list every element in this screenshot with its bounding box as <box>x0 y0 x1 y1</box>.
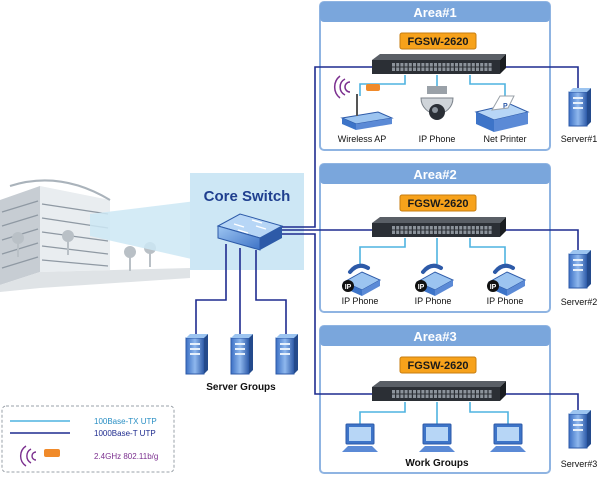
legend-t-label: 1000Base-T UTP <box>94 429 156 438</box>
core-switch-icon[interactable] <box>216 213 284 251</box>
svg-text:P: P <box>503 103 508 110</box>
server-label: Server#1 <box>561 134 598 144</box>
switch-model-badge: FGSW-2620 <box>399 356 477 374</box>
device-label: IP Phone <box>487 296 524 306</box>
device-label: IP Phone <box>415 296 452 306</box>
desktop-pc-icon[interactable] <box>419 423 455 452</box>
work-groups-label: Work Groups <box>405 458 469 469</box>
server-tower-icon[interactable] <box>185 334 208 375</box>
switch-model-label: FGSW-2620 <box>408 360 469 372</box>
desktop-pc-icon[interactable] <box>342 423 378 452</box>
server-tower-icon[interactable] <box>230 334 253 375</box>
switch-model-label: FGSW-2620 <box>408 36 469 48</box>
ip-phone-icon[interactable]: IP <box>487 263 527 296</box>
svg-text:IP: IP <box>490 284 497 291</box>
links <box>195 66 579 424</box>
wifi-signal-icon <box>20 445 60 467</box>
device-label: IP Phone <box>342 296 379 306</box>
server-tower-icon[interactable] <box>568 88 591 127</box>
device-label: Net Printer <box>483 134 526 144</box>
switch-model-badge: FGSW-2620 <box>399 194 477 212</box>
legend-tx-label: 100Base-TX UTP <box>94 417 157 426</box>
ip-phone-icon[interactable]: IP <box>415 263 455 296</box>
ip-phone-icon[interactable]: IP <box>342 263 382 296</box>
server-label: Server#2 <box>561 297 598 307</box>
rack-switch-icon[interactable] <box>372 217 506 237</box>
desktop-pc-icon[interactable] <box>490 423 526 452</box>
wireless-ap-icon[interactable] <box>333 75 394 130</box>
server-tower-icon[interactable] <box>568 410 591 449</box>
server-tower-icon[interactable] <box>275 334 298 375</box>
core-switch-title: Core Switch <box>204 188 291 205</box>
svg-text:IP: IP <box>418 284 425 291</box>
rack-switch-icon[interactable] <box>372 54 506 74</box>
core-callout <box>90 201 196 260</box>
printer-icon[interactable]: P <box>474 95 530 132</box>
switch-model-badge: FGSW-2620 <box>399 32 477 50</box>
area-title: Area#2 <box>413 167 456 182</box>
area-panel-2: Area#2 <box>319 163 551 313</box>
server-tower-icon[interactable] <box>568 250 591 289</box>
rack-switch-icon[interactable] <box>372 381 506 401</box>
legend-wifi-label: 2.4GHz 802.11b/g <box>94 452 158 461</box>
device-label: Wireless AP <box>338 134 387 144</box>
dome-camera-icon[interactable] <box>420 86 454 120</box>
device-label: IP Phone <box>419 134 456 144</box>
legend: 100Base-TX UTP 1000Base-T UTP 2.4GHz 802… <box>1 405 175 473</box>
switch-model-label: FGSW-2620 <box>408 198 469 210</box>
svg-text:IP: IP <box>345 284 352 291</box>
area-title: Area#3 <box>413 329 456 344</box>
server-groups-label: Server Groups <box>206 382 276 393</box>
server-label: Server#3 <box>561 459 598 469</box>
area-title: Area#1 <box>413 5 456 20</box>
